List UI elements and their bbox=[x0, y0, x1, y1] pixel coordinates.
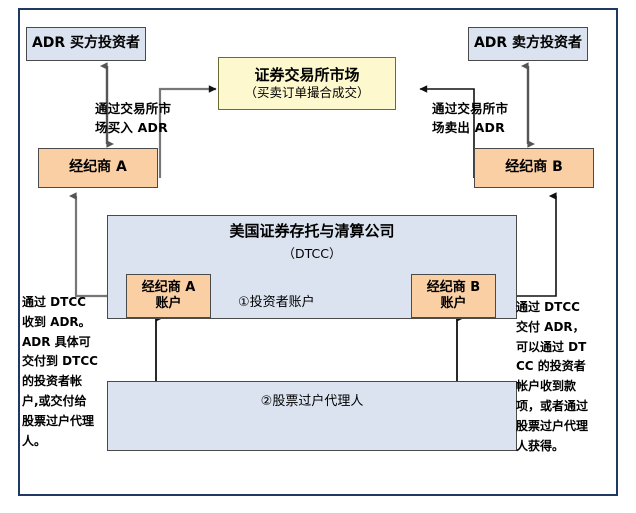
diagram-frame-border bbox=[18, 8, 618, 496]
node-broker-a[interactable]: 经纪商 A bbox=[38, 148, 158, 188]
transfer-agent-panel bbox=[107, 381, 517, 451]
edge-label-sell-line1: 通过交易所市 bbox=[432, 101, 509, 116]
node-broker-b-label: 经纪商 B bbox=[505, 159, 563, 176]
transfer-agent-label: ②股票过户代理人 bbox=[260, 394, 364, 409]
node-exchange-market-sublabel: （买卖订单撮合成交） bbox=[244, 85, 370, 101]
node-exchange-market[interactable]: 证券交易所市场 （买卖订单撮合成交） bbox=[218, 57, 396, 110]
edge-label-sell-line2: 场卖出 ADR bbox=[432, 120, 505, 135]
node-broker-b-account[interactable]: 经纪商 B 账户 bbox=[411, 274, 496, 318]
side-note-right: 通过 DTCC 交付 ADR，可以通过 DTCC 的投资者帐户收到款项，或者通过… bbox=[516, 300, 589, 453]
dtcc-subtitle: （DTCC） bbox=[282, 246, 342, 261]
node-broker-a-account-line1: 经纪商 A bbox=[141, 279, 196, 295]
node-broker-a-label: 经纪商 A bbox=[69, 159, 127, 176]
node-adr-buyer[interactable]: ADR 买方投资者 bbox=[26, 27, 146, 61]
node-broker-b-account-line2: 账户 bbox=[440, 296, 467, 311]
node-broker-a-account-line2: 账户 bbox=[155, 296, 182, 311]
edge-label-buy-line1: 通过交易所市 bbox=[95, 101, 172, 116]
dtcc-title: 美国证券存托与清算公司 bbox=[229, 222, 395, 240]
edge-label-buy-line2: 场买入 ADR bbox=[95, 120, 168, 135]
node-broker-a-account[interactable]: 经纪商 A 账户 bbox=[126, 274, 211, 318]
node-adr-seller-label: ADR 卖方投资者 bbox=[473, 35, 583, 52]
node-exchange-market-label: 证券交易所市场 bbox=[254, 66, 360, 85]
node-adr-seller[interactable]: ADR 卖方投资者 bbox=[468, 27, 588, 61]
edge-label-investor-account: ①投资者账户 bbox=[238, 295, 315, 310]
dtcc-title-group: 美国证券存托与清算公司 （DTCC） bbox=[107, 220, 517, 262]
node-broker-b-account-line1: 经纪商 B bbox=[426, 279, 481, 295]
side-note-left: 通过 DTCC 收到 ADR。ADR 具体可交付到 DTCC 的投资者帐户,或交… bbox=[22, 295, 98, 448]
node-adr-buyer-label: ADR 买方投资者 bbox=[31, 35, 141, 52]
node-broker-b[interactable]: 经纪商 B bbox=[474, 148, 594, 188]
